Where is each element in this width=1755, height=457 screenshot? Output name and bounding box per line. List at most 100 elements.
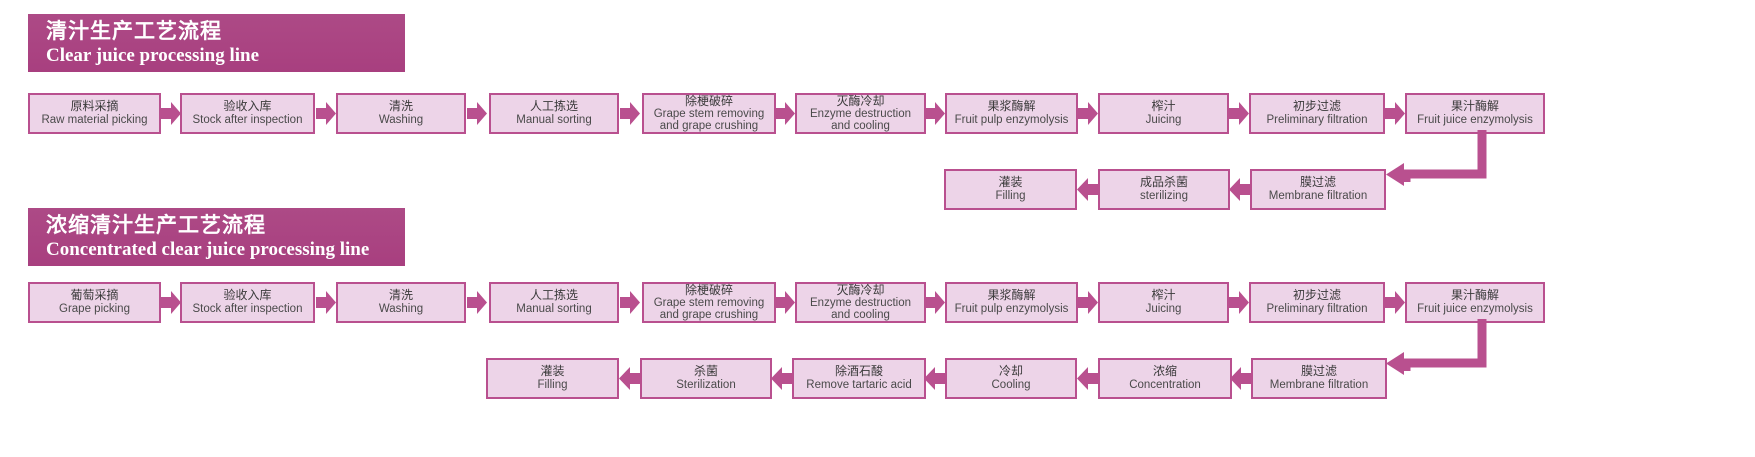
node-label-cn: 成品杀菌 xyxy=(1139,175,1188,190)
banner-title-en: Clear juice processing line xyxy=(46,45,260,66)
node-label-cn: 人工拣选 xyxy=(529,99,578,114)
node-fruit-pulp-enzymolysis[interactable]: 果浆酶解 Fruit pulp enzymolysis xyxy=(945,93,1078,134)
node-label-cn: 灭酶冷却 xyxy=(836,93,885,108)
node-label-en: Fruit juice enzymolysis xyxy=(1417,113,1533,126)
node-fruit-juice-enzymolysis[interactable]: 果汁酶解 Fruit juice enzymolysis xyxy=(1405,282,1545,323)
arrow-right-icon xyxy=(467,291,487,314)
node-label-cn: 除梗破碎 xyxy=(684,93,733,108)
node-label-en: Fruit pulp enzymolysis xyxy=(954,113,1069,126)
banner-clear-juice: 清汁生产工艺流程 Clear juice processing line xyxy=(28,14,405,72)
elbow-connector-down-left xyxy=(1386,130,1487,186)
node-membrane-filtration[interactable]: 膜过滤 Membrane filtration xyxy=(1251,358,1387,399)
node-enzyme-destruction[interactable]: 灭酶冷却 Enzyme destruction and cooling xyxy=(795,93,926,134)
node-membrane-filtration[interactable]: 膜过滤 Membrane filtration xyxy=(1250,169,1386,210)
node-label-en: Manual sorting xyxy=(516,113,592,126)
node-label-en: Fruit pulp enzymolysis xyxy=(954,302,1069,315)
node-filling[interactable]: 灌装 Filling xyxy=(486,358,619,399)
node-enzyme-destruction[interactable]: 灭酶冷却 Enzyme destruction and cooling xyxy=(795,282,926,323)
arrow-left-icon xyxy=(1077,178,1098,201)
node-label-cn: 榨汁 xyxy=(1151,288,1176,303)
node-concentration[interactable]: 浓缩 Concentration xyxy=(1098,358,1232,399)
arrow-right-icon xyxy=(925,102,945,125)
node-label-en: Stock after inspection xyxy=(192,302,303,315)
node-stock-after-inspection[interactable]: 验收入库 Stock after inspection xyxy=(180,93,315,134)
arrow-right-icon xyxy=(775,102,795,125)
node-cooling[interactable]: 冷却 Cooling xyxy=(945,358,1077,399)
banner-title-cn: 浓缩清汁生产工艺流程 xyxy=(46,213,266,237)
node-label-cn: 葡萄采摘 xyxy=(70,288,119,303)
node-label-en: Juicing xyxy=(1145,302,1182,315)
arrow-right-icon xyxy=(1229,102,1249,125)
node-manual-sorting[interactable]: 人工拣选 Manual sorting xyxy=(489,282,619,323)
node-label-cn: 清洗 xyxy=(388,99,413,114)
node-label-cn: 验收入库 xyxy=(223,288,272,303)
arrow-right-icon xyxy=(161,291,181,314)
node-grape-picking[interactable]: 葡萄采摘 Grape picking xyxy=(28,282,161,323)
arrow-right-icon xyxy=(316,291,336,314)
arrow-right-icon xyxy=(775,291,795,314)
arrow-left-icon xyxy=(1229,178,1250,201)
node-label-en: Preliminary filtration xyxy=(1266,113,1368,126)
arrow-right-icon xyxy=(1078,291,1098,314)
node-grape-stem-removing[interactable]: 除梗破碎 Grape stem removing and grape crush… xyxy=(642,282,776,323)
node-label-en: Manual sorting xyxy=(516,302,592,315)
node-washing[interactable]: 清洗 Washing xyxy=(336,93,466,134)
node-label-en: Remove tartaric acid xyxy=(806,378,912,391)
arrow-right-icon xyxy=(620,291,640,314)
elbow-connector-down-left xyxy=(1386,319,1487,375)
arrow-right-icon xyxy=(620,102,640,125)
node-label-cn: 除梗破碎 xyxy=(684,282,733,297)
node-raw-material-picking[interactable]: 原料采摘 Raw material picking xyxy=(28,93,161,134)
node-sterilization[interactable]: 杀菌 Sterilization xyxy=(640,358,772,399)
node-juicing[interactable]: 榨汁 Juicing xyxy=(1098,93,1229,134)
node-label-en: Washing xyxy=(378,113,424,126)
node-fruit-pulp-enzymolysis[interactable]: 果浆酶解 Fruit pulp enzymolysis xyxy=(945,282,1078,323)
node-label-cn: 原料采摘 xyxy=(70,99,119,114)
arrow-right-icon xyxy=(1229,291,1249,314)
node-remove-tartaric-acid[interactable]: 除酒石酸 Remove tartaric acid xyxy=(792,358,926,399)
node-juicing[interactable]: 榨汁 Juicing xyxy=(1098,282,1229,323)
node-label-cn: 杀菌 xyxy=(693,364,718,379)
node-label-cn: 果汁酶解 xyxy=(1450,99,1499,114)
node-label-en: Preliminary filtration xyxy=(1266,302,1368,315)
node-manual-sorting[interactable]: 人工拣选 Manual sorting xyxy=(489,93,619,134)
arrow-right-icon xyxy=(1078,102,1098,125)
node-washing[interactable]: 清洗 Washing xyxy=(336,282,466,323)
node-grape-stem-removing[interactable]: 除梗破碎 Grape stem removing and grape crush… xyxy=(642,93,776,134)
node-stock-after-inspection[interactable]: 验收入库 Stock after inspection xyxy=(180,282,315,323)
node-fruit-juice-enzymolysis[interactable]: 果汁酶解 Fruit juice enzymolysis xyxy=(1405,93,1545,134)
arrow-right-icon xyxy=(1385,102,1405,125)
node-label-en: sterilizing xyxy=(1140,189,1188,202)
arrow-left-icon xyxy=(1077,367,1098,390)
node-label-en: Sterilization xyxy=(676,378,736,391)
node-preliminary-filtration[interactable]: 初步过滤 Preliminary filtration xyxy=(1249,93,1385,134)
node-label-cn: 初步过滤 xyxy=(1292,288,1341,303)
arrow-left-icon xyxy=(1230,367,1251,390)
node-preliminary-filtration[interactable]: 初步过滤 Preliminary filtration xyxy=(1249,282,1385,323)
node-label-cn: 初步过滤 xyxy=(1292,99,1341,114)
node-label-en: Washing xyxy=(378,302,424,315)
node-label-en: Grape picking xyxy=(59,302,130,315)
banner-title-cn: 清汁生产工艺流程 xyxy=(46,19,222,43)
node-label-cn: 灭酶冷却 xyxy=(836,282,885,297)
node-label-cn: 浓缩 xyxy=(1152,364,1177,379)
arrow-right-icon xyxy=(316,102,336,125)
node-label-en: Juicing xyxy=(1145,113,1182,126)
node-sterilizing[interactable]: 成品杀菌 sterilizing xyxy=(1098,169,1230,210)
node-label-cn: 榨汁 xyxy=(1151,99,1176,114)
arrow-right-icon xyxy=(161,102,181,125)
node-filling[interactable]: 灌装 Filling xyxy=(944,169,1077,210)
arrow-left-icon xyxy=(771,367,792,390)
node-label-cn: 验收入库 xyxy=(223,99,272,114)
node-label-en: Concentration xyxy=(1129,378,1201,391)
node-label-en: Grape stem removing and grape crushing xyxy=(653,297,765,322)
arrow-right-icon xyxy=(925,291,945,314)
node-label-cn: 膜过滤 xyxy=(1300,364,1337,379)
node-label-en: Enzyme destruction and cooling xyxy=(810,297,911,322)
banner-title-en: Concentrated clear juice processing line xyxy=(46,239,370,260)
node-label-en: Cooling xyxy=(991,378,1031,391)
node-label-cn: 灌装 xyxy=(540,364,565,379)
node-label-en: Grape stem removing and grape crushing xyxy=(653,108,765,133)
node-label-cn: 人工拣选 xyxy=(529,288,578,303)
arrow-left-icon xyxy=(619,367,640,390)
